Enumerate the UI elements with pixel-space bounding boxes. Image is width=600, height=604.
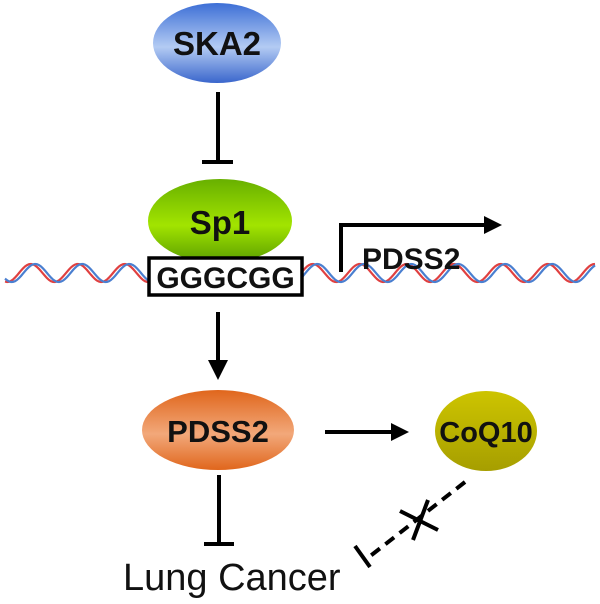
motif-label: GGGCGG [156, 262, 294, 295]
lung-cancer-label: Lung Cancer [123, 557, 341, 599]
activation-sp1-pdss2 [208, 312, 228, 380]
sp1-node: Sp1 [148, 179, 292, 263]
cross-x-icon [399, 499, 439, 541]
coq10-label: CoQ10 [439, 417, 532, 449]
sp1-label: Sp1 [190, 204, 251, 241]
ska2-node: SKA2 [153, 3, 281, 83]
inhibition-ska2-sp1 [202, 92, 233, 164]
gene-label: PDSS2 [362, 243, 460, 276]
blocked-inhibition-coq10-lung-cancer [353, 480, 467, 569]
activation-pdss2-coq10 [325, 423, 409, 441]
inhibition-pdss2-lung-cancer [204, 475, 234, 546]
inhibition-bar [353, 544, 372, 569]
gc-box-motif: GGGCGG [147, 256, 304, 297]
coq10-node: CoQ10 [435, 391, 537, 471]
transcription-start-arrow [339, 216, 502, 272]
pdss2-label: PDSS2 [167, 414, 269, 449]
pdss2-node: PDSS2 [142, 390, 294, 470]
ska2-label: SKA2 [173, 25, 261, 62]
